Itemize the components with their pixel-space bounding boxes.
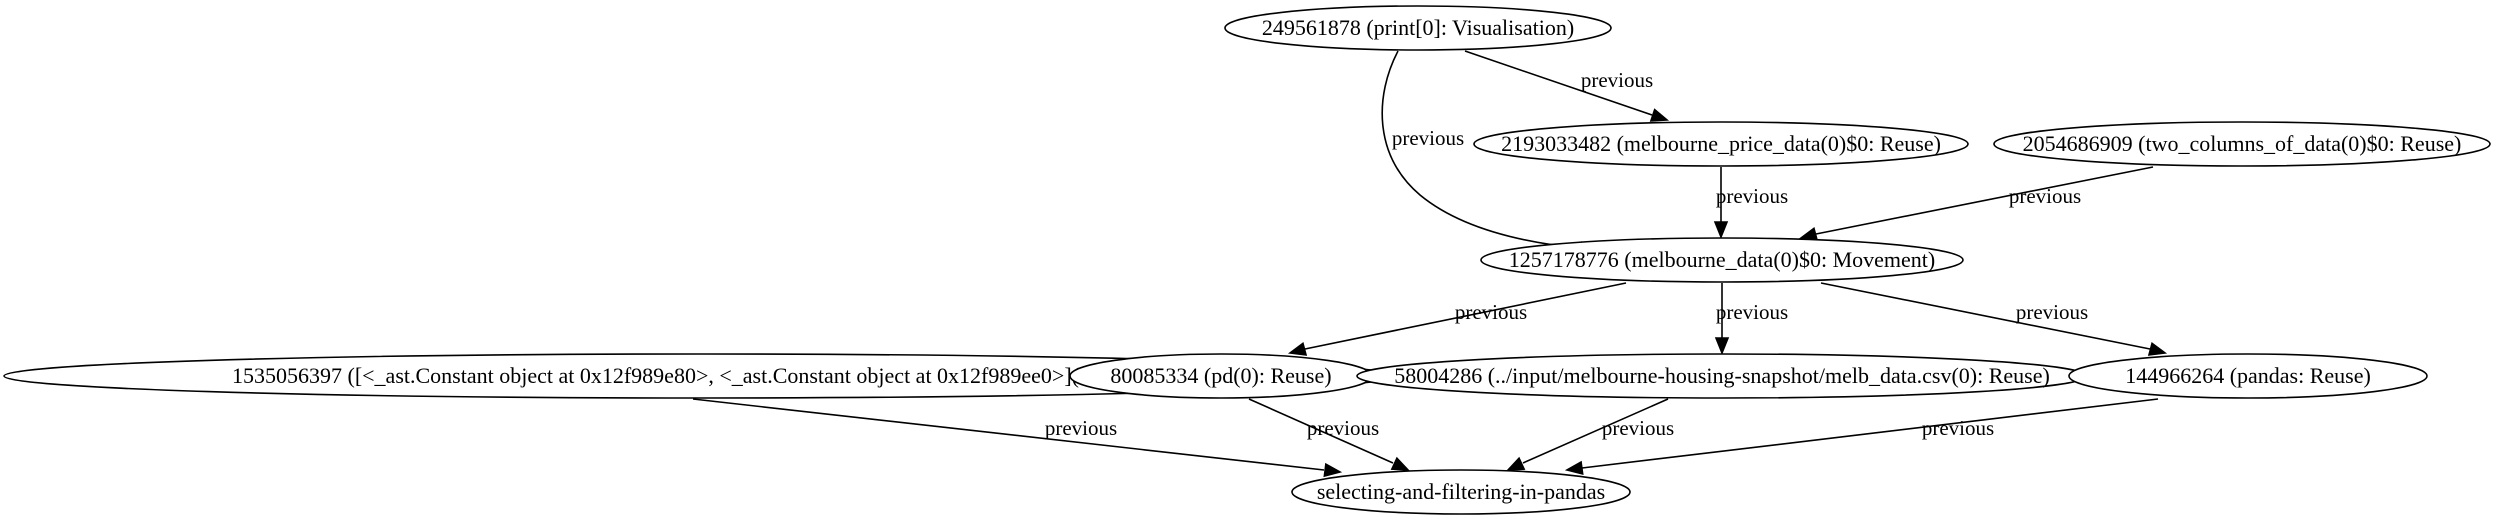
node-label: selecting-and-filtering-in-pandas [1317,479,1605,504]
arrowhead-icon [2147,341,2168,356]
edge-label: previous [2016,300,2088,324]
node-label: 80085334 (pd(0): Reuse) [1110,363,1331,388]
edge-line [1522,398,1669,464]
node-ellipse [2068,353,2428,399]
node-root: selecting-and-filtering-in-pandas [1291,469,1631,515]
edge-line [1381,50,1579,249]
node-two: 2054686909 (two_columns_of_data(0)$0: Re… [1993,121,2491,167]
edge-label: previous [1581,68,1653,92]
edge-line [1304,282,1627,350]
edge-line [1248,398,1394,464]
node-price: 2193033482 (melbourne_price_data(0)$0: R… [1473,121,1969,167]
node-pandas: 144966264 (pandas: Reuse) [2068,353,2428,399]
arrowhead-icon [1506,456,1526,471]
edge-n_melb-to-n_csv: previous [1714,283,1788,356]
node-label: 58004286 (../input/melbourne-housing-sna… [1394,363,2050,388]
arrowhead-icon [1323,462,1343,478]
node-pd: 80085334 (pd(0): Reuse) [1069,353,1373,399]
node-label: 2193033482 (melbourne_price_data(0)$0: R… [1501,131,1941,156]
node-ellipse [1473,121,1969,167]
edge-label: previous [1392,126,1464,150]
edge-line [1820,282,2151,350]
edge-n_price-to-n_melb: previous [1713,167,1788,240]
arrowhead-icon [1564,460,1584,476]
edge-label: previous [1455,300,1527,324]
edge-label: previous [1716,184,1788,208]
edge-label: previous [1716,300,1788,324]
arrowhead-icon [1390,456,1410,471]
node-ellipse [1993,121,2491,167]
arrowhead-icon [1798,226,1819,241]
edge-n_print-to-n_price: previous [1464,50,1670,122]
node-csv: 58004286 (../input/melbourne-housing-sna… [1356,353,2088,399]
edge-line [1815,166,2154,235]
edge-label: previous [1045,416,1117,440]
edge-n_ast-to-n_root: previous [692,398,1343,478]
edge-n_pd-to-n_root: previous [1248,398,1410,471]
edge-n_print-to-n_melb: previous [1381,50,1599,256]
node-ast: 1535056397 ([<_ast.Constant object at 0x… [3,353,1399,399]
edge-label: previous [1602,416,1674,440]
node-melb: 1257178776 (melbourne_data(0)$0: Movemen… [1480,237,1964,283]
edge-label: previous [2009,184,2081,208]
edge-label: previous [1922,416,1994,440]
node-label: 1257178776 (melbourne_data(0)$0: Movemen… [1509,247,1935,272]
node-label: 1535056397 ([<_ast.Constant object at 0x… [232,363,1170,388]
node-ellipse [1224,5,1612,51]
node-label: 2054686909 (two_columns_of_data(0)$0: Re… [2023,131,2462,156]
node-ellipse [1480,237,1964,283]
edge-n_pandas-to-n_root: previous [1564,398,2159,476]
edge-n_melb-to-n_pandas: previous [1820,282,2168,356]
edge-label: previous [1307,416,1379,440]
edge-line [692,398,1325,471]
edge-n_two-to-n_melb: previous [1798,166,2154,241]
node-ellipse [1291,469,1631,515]
edge-line [1464,50,1653,116]
arrowhead-icon [1649,108,1670,122]
arrowhead-icon [1714,337,1730,356]
edge-n_csv-to-n_root: previous [1506,398,1674,471]
edge-n_melb-to-n_pd: previous [1287,282,1627,356]
edge-line [1581,398,2159,469]
node-label: 144966264 (pandas: Reuse) [2125,363,2371,388]
node-print: 249561878 (print[0]: Visualisation) [1224,5,1612,51]
arrowhead-icon [1713,221,1729,240]
arrowhead-icon [1287,341,1308,356]
node-label: 249561878 (print[0]: Visualisation) [1262,15,1574,40]
